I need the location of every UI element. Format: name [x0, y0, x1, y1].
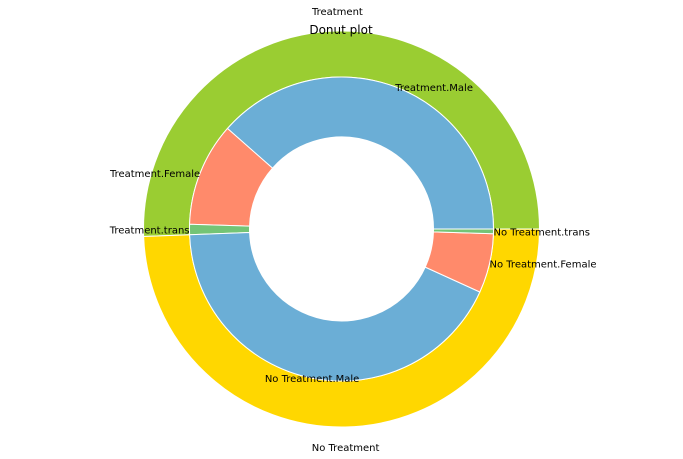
- inner-slice-no-treatment-male: [189, 231, 481, 382]
- inner-label-treatment-trans: Treatment.trans: [109, 225, 190, 236]
- inner-label-no-treatment-trans: No Treatment.trans: [493, 227, 590, 238]
- outer-label-no-treatment: No Treatment: [312, 443, 380, 454]
- inner-slice-treatment-male: [226, 76, 495, 230]
- inner-label-treatment-female: Treatment.Female: [109, 169, 200, 180]
- inner-ring: [189, 76, 495, 382]
- outer-label-treatment: Treatment: [311, 7, 363, 18]
- inner-slice-no-treatment-trans: [432, 228, 495, 235]
- inner-label-treatment-male: Treatment.Male: [394, 83, 473, 94]
- inner-label-no-treatment-female: No Treatment.Female: [490, 260, 597, 271]
- slice-labels: Treatment No Treatment Treatment.MaleTreat…: [109, 7, 597, 454]
- inner-label-no-treatment-male: No Treatment.Male: [265, 374, 360, 385]
- chart-title: Donut plot: [309, 23, 373, 37]
